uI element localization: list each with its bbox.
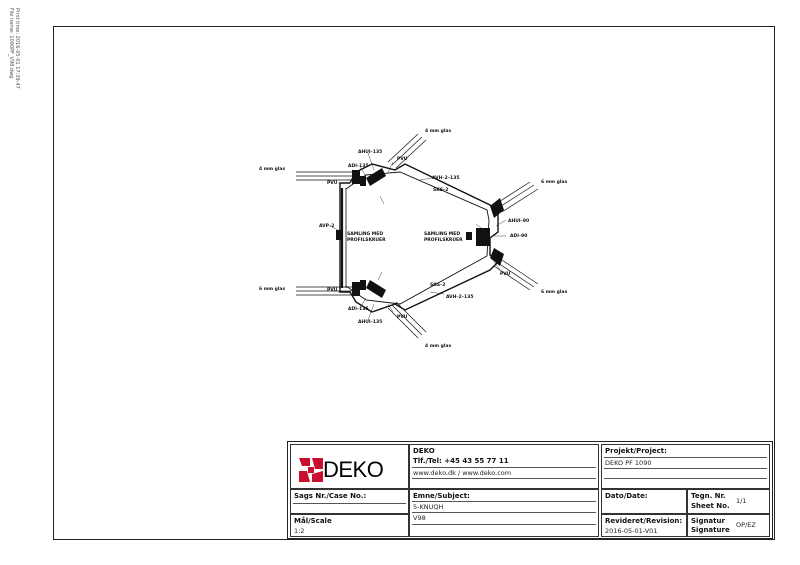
subject-label: Emne/Subject: <box>413 492 470 500</box>
label-glas-bottom: 4 mm glas <box>425 343 451 349</box>
label-glas-top: 4 mm glas <box>425 128 451 134</box>
project-cell: Projekt/Project: DEKO PF 1090 <box>601 444 770 489</box>
scale-value: 1:2 <box>294 527 305 535</box>
label-pvu-right: PVU <box>500 271 511 277</box>
label-pvu-top: PVU <box>397 156 408 162</box>
scale-cell: Mål/Scale 1:2 <box>290 514 409 537</box>
label-ahui-right: AHUI–90 <box>508 218 529 224</box>
label-glas-right-bottom: 6 mm glas <box>541 289 567 295</box>
case-label: Sags Nr./Case No.: <box>294 492 367 500</box>
deko-logo: DEKO <box>299 457 384 483</box>
label-glas-right-top: 6 mm glas <box>541 179 567 185</box>
label-samling-left-1: SAMLING MED <box>347 231 383 237</box>
label-ahui-top: AHUI–135 <box>358 149 382 155</box>
sheet-label-2: Sheet No. <box>691 502 730 510</box>
sheet-label-1: Tegn. Nr. <box>691 492 726 500</box>
label-avp: AVP–2 <box>319 223 334 229</box>
revision-value: 2016-05-01-V01 <box>605 527 658 535</box>
company-web: www.deko.dk / www.deko.com <box>413 469 512 477</box>
signature-cell: Signatur Signature OP/EZ <box>687 514 770 537</box>
label-pvu-bottom: PVU <box>397 314 408 320</box>
signature-label-1: Signatur <box>691 517 725 525</box>
signature-label-2: Signature <box>691 526 730 534</box>
revision-label: Revideret/Revision: <box>605 517 683 525</box>
glass-panes <box>296 133 539 339</box>
date-label: Dato/Date: <box>605 492 648 500</box>
drawing-labels: AHUI–135 4 mm glas PVU ADI–135 4 mm glas… <box>259 128 567 349</box>
label-samling-right-2: PROFILSKRUER <box>424 237 463 243</box>
subject-line2: V98 <box>413 514 426 522</box>
sheet-cell: Tegn. Nr. Sheet No. 1/1 <box>687 489 770 514</box>
label-ahui-bottom: AHUI–135 <box>358 319 382 325</box>
deko-logo-icon <box>299 458 323 482</box>
profile-details <box>336 168 504 298</box>
label-glas-left-top: 4 mm glas <box>259 166 285 172</box>
label-samling-left-2: PROFILSKRUER <box>347 237 386 243</box>
project-value: DEKO PF 1090 <box>605 459 652 467</box>
title-block: DEKO DEKO Tlf./Tel: +45 43 55 77 11 www.… <box>287 441 773 539</box>
label-sks-top: SKS–2 <box>433 187 448 193</box>
label-samling-right-1: SAMLING MED <box>424 231 460 237</box>
label-avh-bottom: AVH–2–135 <box>446 294 473 300</box>
leader-lines <box>329 152 507 321</box>
logo-text: DEKO <box>323 457 384 482</box>
label-avh-top: AVH–2–135 <box>432 175 459 181</box>
sheet-value: 1/1 <box>736 497 747 505</box>
label-glas-left-bottom: 6 mm glas <box>259 286 285 292</box>
logo-cell: DEKO <box>290 444 409 489</box>
case-cell: Sags Nr./Case No.: <box>290 489 409 514</box>
signature-value: OP/EZ <box>736 521 756 529</box>
label-adi-right: ADI–90 <box>510 233 527 239</box>
scale-label: Mål/Scale <box>294 517 332 525</box>
subject-cell: Emne/Subject: 5-KNUQH V98 <box>409 489 599 537</box>
label-adi-bottom-left: ADI–135 <box>348 306 369 312</box>
sheet-border <box>53 26 775 540</box>
company-cell: DEKO Tlf./Tel: +45 43 55 77 11 www.deko.… <box>409 444 599 489</box>
company-phone: Tlf./Tel: +45 43 55 77 11 <box>413 457 509 465</box>
revision-cell: Revideret/Revision: 2016-05-01-V01 <box>601 514 687 537</box>
label-pvu-left-top: PVU <box>327 180 338 186</box>
project-label: Projekt/Project: <box>605 447 667 455</box>
label-sks-bottom: SKS–2 <box>430 282 445 288</box>
date-cell: Dato/Date: <box>601 489 687 514</box>
subject-line1: 5-KNUQH <box>413 503 444 511</box>
label-pvu-left-bottom: PVU <box>327 287 338 293</box>
company-name: DEKO <box>413 447 435 455</box>
label-adi-top-left: ADI–135 <box>348 163 369 169</box>
